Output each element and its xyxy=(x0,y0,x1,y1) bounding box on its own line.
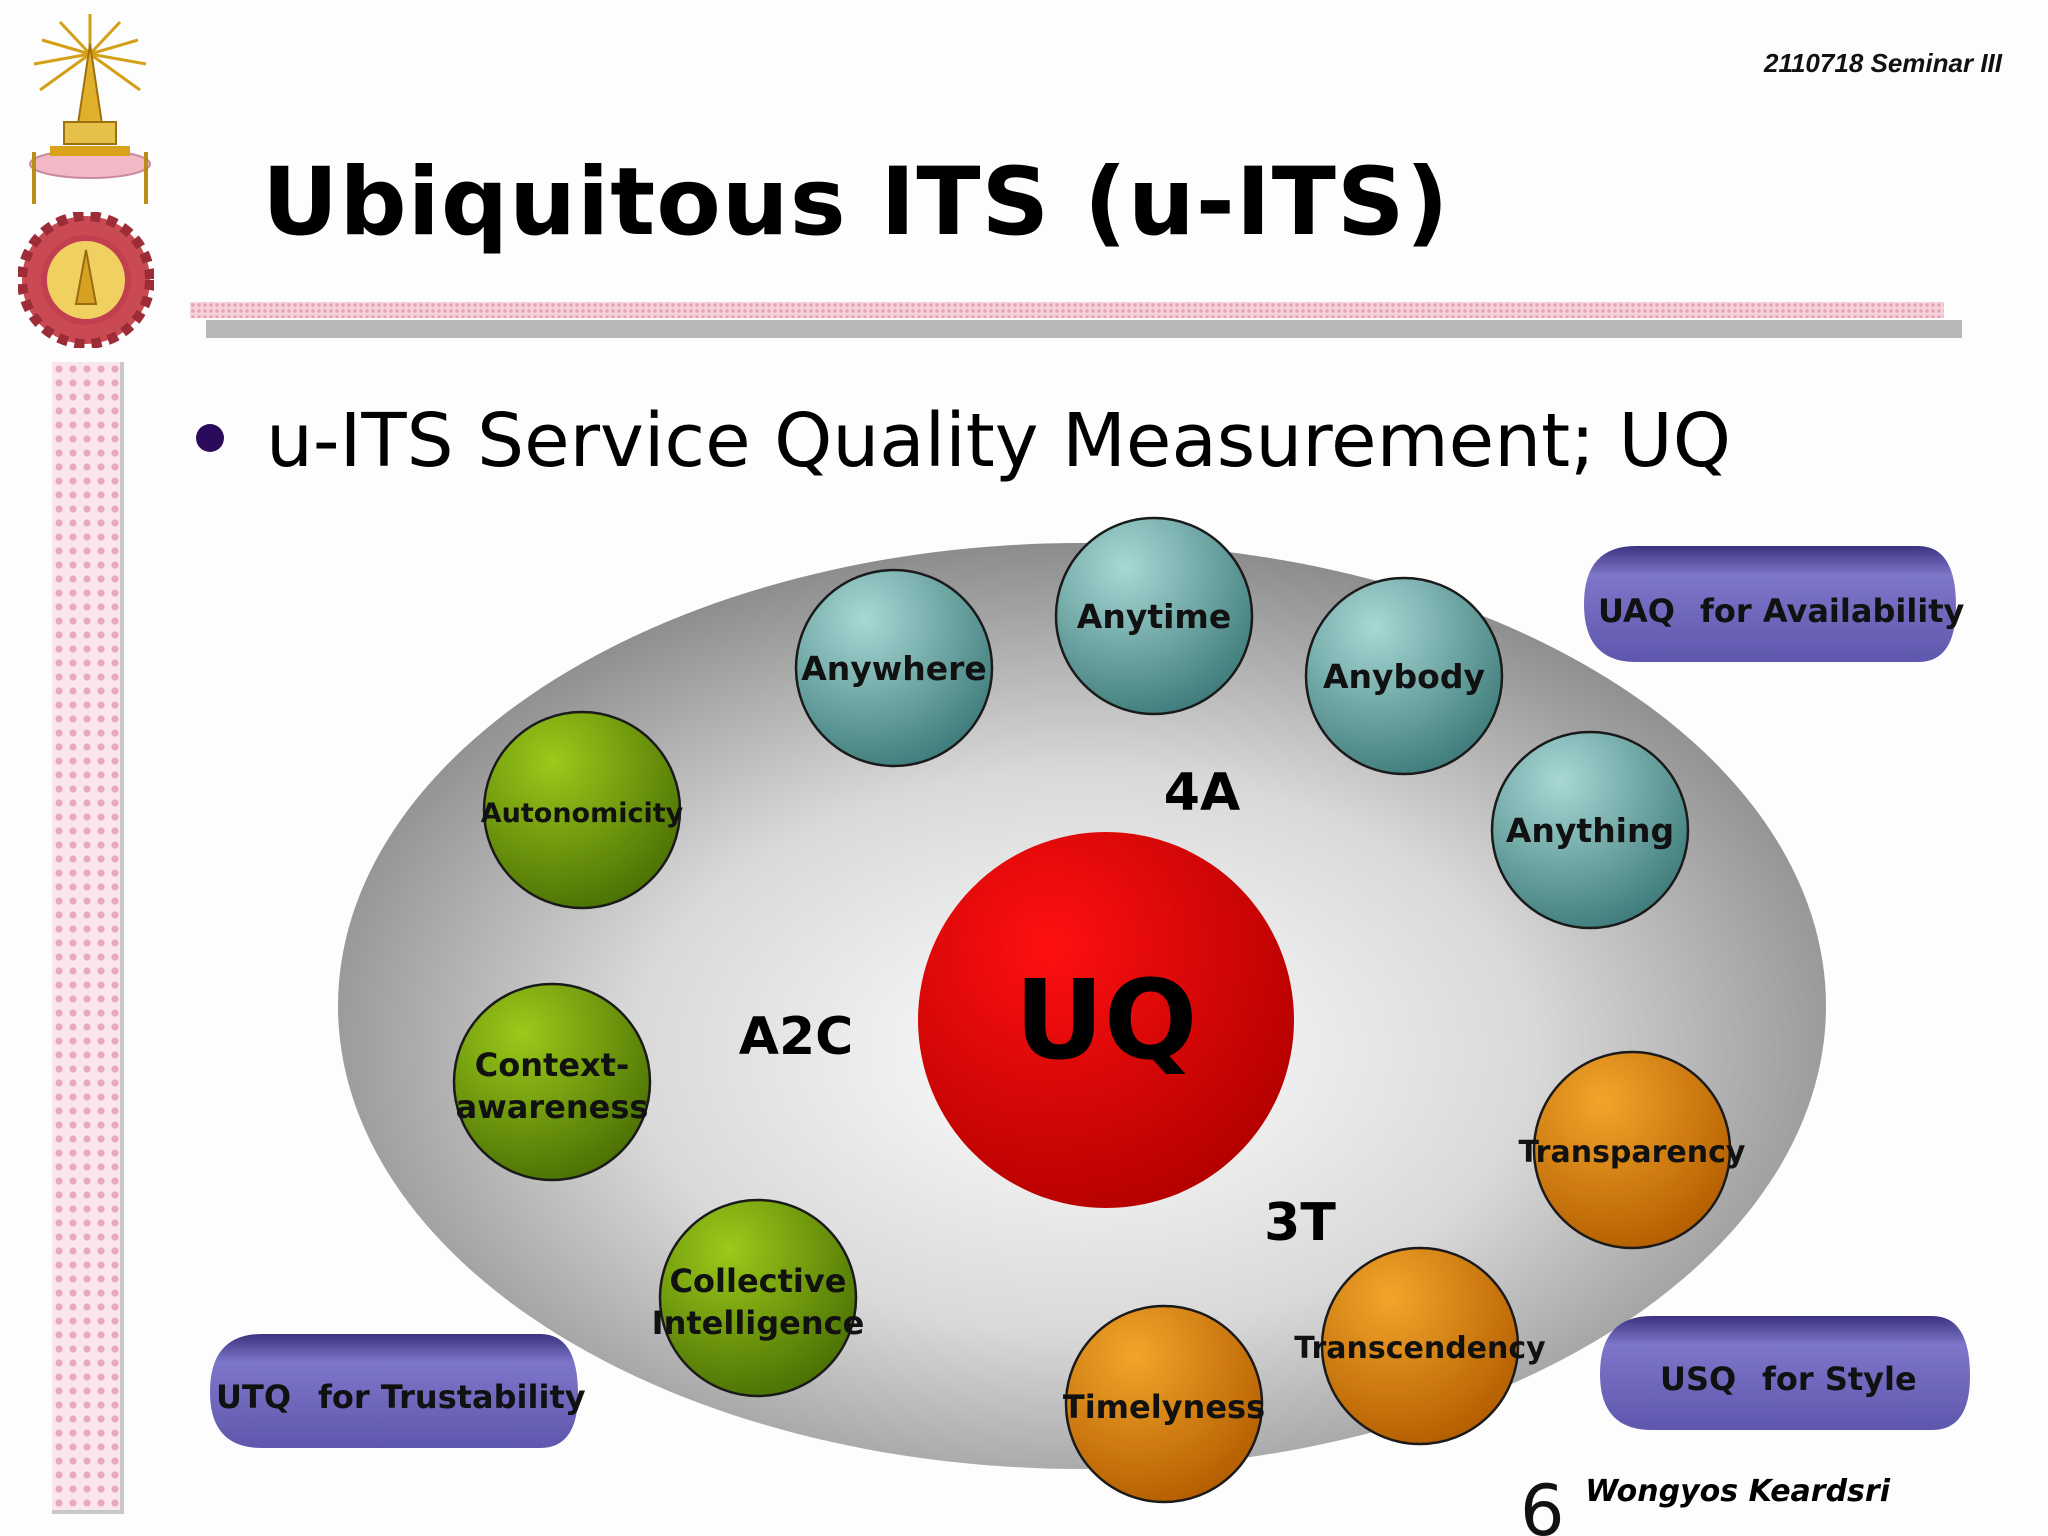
svg-text:Anything: Anything xyxy=(1506,811,1674,850)
svg-text:Context-: Context- xyxy=(475,1046,629,1084)
node-timelyness: Timelyness xyxy=(1063,1304,1265,1504)
uq-core-label: UQ xyxy=(1015,956,1198,1084)
node-anything: Anything xyxy=(1490,730,1690,930)
svg-text:Autonomicity: Autonomicity xyxy=(481,798,684,829)
bullet-icon xyxy=(196,424,224,452)
author-name: Wongyos Keardsri xyxy=(1585,1474,1890,1509)
node-anytime: Anytime xyxy=(1054,516,1254,716)
svg-text:Timelyness: Timelyness xyxy=(1063,1388,1265,1426)
university-emblem-logo xyxy=(29,14,151,204)
page-number: 6 xyxy=(1520,1470,1565,1536)
group-label-4a: 4A xyxy=(1164,763,1240,823)
left-decorative-strip xyxy=(52,362,124,1514)
svg-text:awareness: awareness xyxy=(456,1088,649,1126)
svg-text:for Trustability: for Trustability xyxy=(318,1378,586,1416)
svg-text:Transparency: Transparency xyxy=(1519,1135,1746,1170)
title-underline-pattern xyxy=(190,302,1944,318)
svg-text:Collective: Collective xyxy=(670,1262,847,1300)
node-transcendency: Transcendency xyxy=(1294,1246,1546,1446)
node-anybody: Anybody xyxy=(1304,576,1504,776)
title-underline-bar xyxy=(206,320,1962,338)
svg-text:Intelligence: Intelligence xyxy=(652,1304,865,1342)
svg-text:UTQ: UTQ xyxy=(216,1378,291,1416)
svg-text:UAQ: UAQ xyxy=(1598,592,1675,630)
tag-usq-style: USQ for Style xyxy=(1600,1316,1970,1430)
svg-text:Transcendency: Transcendency xyxy=(1294,1331,1546,1366)
bullet-text: u-ITS Service Quality Measurement; UQ xyxy=(266,398,1731,484)
svg-text:Anytime: Anytime xyxy=(1077,597,1231,636)
node-context-awareness: Context- awareness xyxy=(452,982,652,1182)
node-transparency: Transparency xyxy=(1519,1050,1746,1250)
node-collective-intelligence: Collective Intelligence xyxy=(652,1198,865,1398)
uq-core-circle xyxy=(918,832,1294,1208)
page-title: Ubiquitous ITS (u-ITS) xyxy=(262,148,1450,257)
svg-text:USQ: USQ xyxy=(1660,1360,1736,1398)
group-label-3t: 3T xyxy=(1264,1193,1336,1253)
svg-text:for Availability: for Availability xyxy=(1700,592,1965,630)
engineering-seal-logo xyxy=(18,212,154,348)
svg-text:for Style: for Style xyxy=(1762,1360,1917,1398)
group-label-a2c: A2C xyxy=(739,1007,854,1067)
svg-text:Anybody: Anybody xyxy=(1323,657,1485,696)
node-autonomicity: Autonomicity xyxy=(481,710,684,910)
tag-utq-trustability: UTQ for Trustability xyxy=(210,1334,586,1448)
course-label: 2110718 Seminar III xyxy=(1763,48,2002,78)
tag-uaq-availability: UAQ for Availability xyxy=(1584,546,1965,662)
node-anywhere: Anywhere xyxy=(794,568,994,768)
svg-text:Anywhere: Anywhere xyxy=(801,649,987,688)
